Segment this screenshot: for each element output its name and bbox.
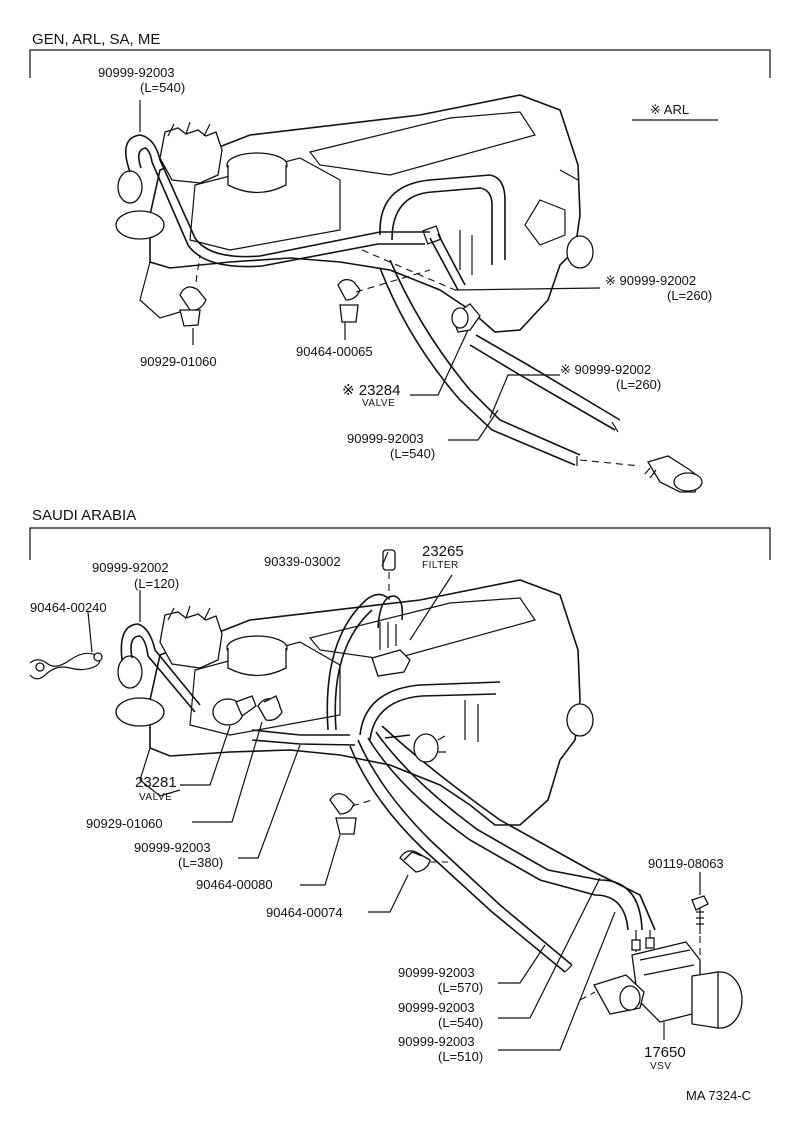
wire-clamp-90464-00240 [29,652,103,680]
grommet-90339-03002 [382,549,396,571]
svg-text:90999-92003: 90999-92003 [347,431,424,446]
svg-text:17650: 17650 [644,1044,686,1061]
valve-23284 [451,303,481,333]
svg-text:VALVE: VALVE [362,398,395,409]
callout-hose-510: 90999-92003 (L=510) [398,1034,483,1064]
callout-valve-23284: ※ 23284 VALVE [342,382,400,409]
filter-23265 [371,622,411,677]
svg-text:※ 23284: ※ 23284 [342,382,400,399]
callout-wire-clamp: 90464-00240 [30,600,107,615]
svg-text:23281: 23281 [135,774,177,791]
grommet-valve-mid [413,733,446,763]
callout-clamp-01060: 90929-01060 [86,816,163,831]
vacuum-switch-sensor [644,455,703,493]
callout-grommet: 90339-03002 [264,554,341,569]
svg-text:(L=260): (L=260) [667,288,712,303]
svg-text:(L=570): (L=570) [438,980,483,995]
svg-text:(L=380): (L=380) [178,855,223,870]
callout-clamp-left: 90929-01060 [140,354,217,369]
callout-vsv: 17650 VSV [644,1044,686,1072]
svg-text:90999-92003: 90999-92003 [398,965,475,980]
drawing-code: MA 7324-C [686,1088,751,1103]
svg-text:(L=540): (L=540) [390,446,435,461]
callout-filter: 23265 FILTER [422,543,464,571]
section-frame [29,527,771,560]
svg-text:(L=260): (L=260) [616,377,661,392]
bolt-90119-08063 [691,895,709,934]
svg-text:VSV: VSV [650,1061,672,1072]
callout-clamp-00074: 90464-00074 [266,905,343,920]
svg-text:90999-92003: 90999-92003 [98,65,175,80]
valve-23281 [212,695,257,726]
section-title: SAUDI ARABIA [32,507,136,524]
callout-clamp-mid: 90464-00065 [296,344,373,359]
section-frame [29,49,771,78]
callout-hose-top: 90999-92003 (L=540) [98,65,185,95]
section-title: GEN, ARL, SA, ME [32,31,160,48]
svg-text:(L=510): (L=510) [438,1049,483,1064]
svg-text:23265: 23265 [422,543,464,560]
callout-hose-bottom: 90999-92003 (L=540) [347,431,435,461]
legend-arl: ※ ARL [650,102,689,117]
svg-text:※ 90999-92002: ※ 90999-92002 [560,362,651,377]
svg-text:(L=120): (L=120) [134,576,179,591]
section-gen-arl-sa-me: GEN, ARL, SA, ME [29,31,771,493]
callout-hose-120: 90999-92002 (L=120) [92,560,179,591]
callout-valve-23281: 23281 VALVE [135,774,177,803]
callout-hose-570: 90999-92003 (L=570) [398,965,483,995]
clamp-90929-01060 [257,695,283,721]
callout-hose-540: 90999-92003 (L=540) [398,1000,483,1030]
callout-arl-hose-2: ※ 90999-92002 (L=260) [560,362,661,392]
engine-illustration [115,579,594,826]
callout-clamp-00080: 90464-00080 [196,877,273,892]
svg-text:FILTER: FILTER [422,560,459,571]
svg-text:(L=540): (L=540) [438,1015,483,1030]
svg-text:※ 90999-92002: ※ 90999-92002 [605,273,696,288]
callout-bolt: 90119-08063 [648,856,724,871]
clamp-90929-01060 [179,286,207,327]
clamp-90464-00074 [399,850,431,873]
callout-hose-380: 90999-92003 (L=380) [134,840,223,870]
clamp-90464-00080 [329,793,357,835]
svg-text:(L=540): (L=540) [140,80,185,95]
engine-illustration [115,94,594,333]
section-saudi-arabia: SAUDI ARABIA [29,507,771,1072]
svg-text:90999-92003: 90999-92003 [398,1000,475,1015]
svg-text:90999-92003: 90999-92003 [398,1034,475,1049]
svg-text:90999-92003: 90999-92003 [134,840,211,855]
callout-arl-hose-1: ※ 90999-92002 (L=260) [605,273,712,303]
vsv-17650 [593,930,743,1029]
svg-text:VALVE: VALVE [139,792,172,803]
svg-text:90999-92002: 90999-92002 [92,560,169,575]
clamp-90464-00065 [337,278,361,323]
